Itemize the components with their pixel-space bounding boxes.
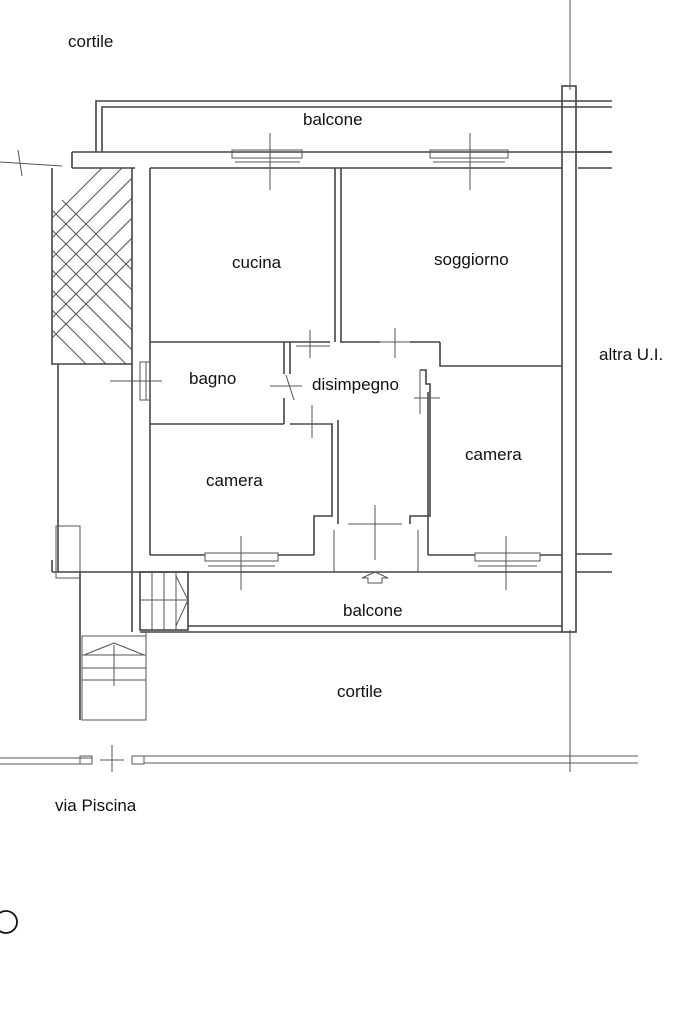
label-altra-ui: altra U.I. xyxy=(599,345,663,364)
bottom-balcony xyxy=(131,571,562,633)
external-stairs xyxy=(79,572,147,721)
label-soggiorno: soggiorno xyxy=(434,250,509,269)
label-street: via Piscina xyxy=(55,796,137,815)
label-cortile-bottom: cortile xyxy=(337,682,382,701)
left-walls xyxy=(51,168,162,579)
boundary-lines xyxy=(0,0,638,772)
label-balcone-top: balcone xyxy=(303,110,363,129)
hatched-stair-area xyxy=(0,149,133,365)
label-disimpegno: disimpegno xyxy=(312,375,399,394)
label-camera-left: camera xyxy=(206,471,263,490)
label-cortile-top: cortile xyxy=(68,32,113,51)
label-camera-right: camera xyxy=(465,445,522,464)
room-labels: cortile balcone cucina soggiorno altra U… xyxy=(55,32,663,815)
interior-walls xyxy=(150,168,562,572)
label-bagno: bagno xyxy=(189,369,236,388)
top-balcony xyxy=(71,100,612,190)
label-balcone-bottom: balcone xyxy=(343,601,403,620)
label-cucina: cucina xyxy=(232,253,282,272)
party-wall xyxy=(561,85,612,633)
partial-circle-symbol xyxy=(0,910,18,934)
bottom-walls xyxy=(132,536,562,590)
